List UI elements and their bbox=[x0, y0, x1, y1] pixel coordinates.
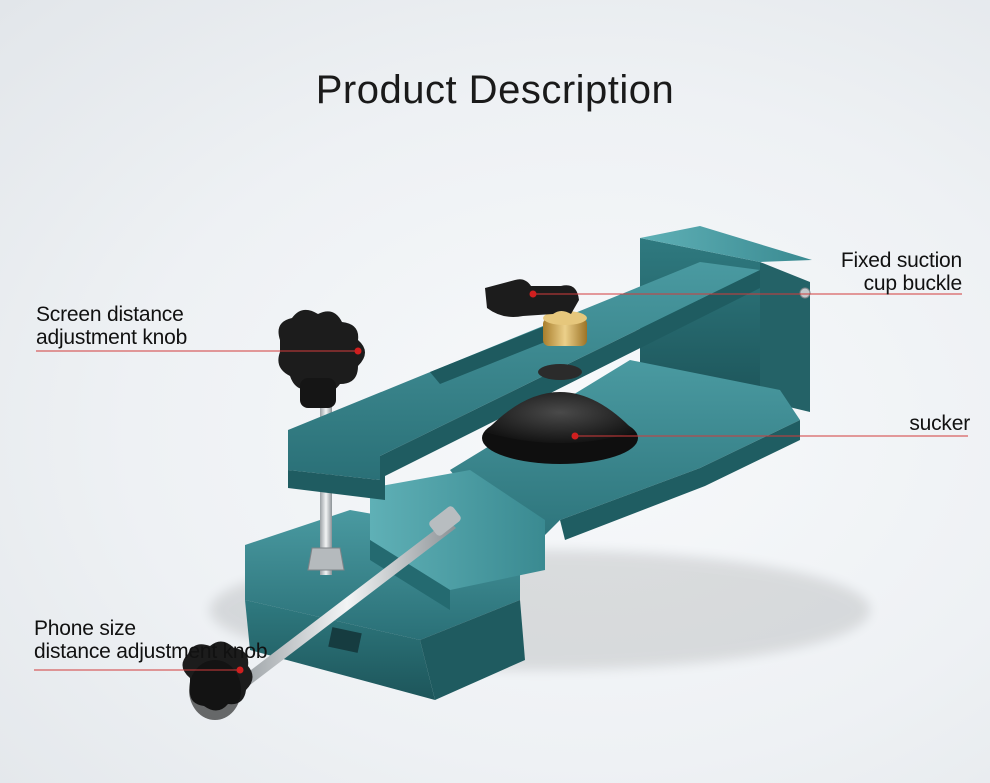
front-clamp-block bbox=[245, 470, 545, 700]
callout-line: distance adjustment knob bbox=[34, 640, 268, 663]
callout-sucker: sucker bbox=[909, 412, 970, 435]
callout-line: adjustment knob bbox=[36, 326, 188, 349]
callout-phone-size-knob: Phone size distance adjustment knob bbox=[34, 617, 268, 663]
page-title: Product Description bbox=[315, 68, 675, 112]
callout-line: cup buckle bbox=[863, 272, 963, 295]
phone-size-knob bbox=[182, 641, 253, 720]
callout-line: Phone size bbox=[34, 617, 136, 640]
leader-dot-fixed-suction bbox=[529, 290, 537, 298]
base-plate bbox=[450, 360, 800, 560]
callout-fixed-suction-buckle: Fixed suction cup buckle bbox=[841, 249, 962, 295]
screen-distance-knob bbox=[278, 309, 365, 408]
suction-cup bbox=[482, 364, 638, 464]
adjustment-arm bbox=[288, 262, 760, 500]
leader-dot-phone-size bbox=[236, 666, 244, 674]
callout-line: sucker bbox=[909, 412, 970, 435]
callout-leader-lines bbox=[34, 290, 968, 674]
callout-screen-distance-knob: Screen distance adjustment knob bbox=[36, 303, 187, 349]
suction-buckle bbox=[485, 279, 587, 346]
leader-dot-sucker bbox=[571, 432, 579, 440]
callout-line: Screen distance bbox=[36, 303, 184, 326]
callout-line: Fixed suction bbox=[840, 249, 962, 272]
phone-size-threaded-rod bbox=[238, 506, 461, 688]
leader-dot-screen-distance bbox=[354, 347, 362, 355]
